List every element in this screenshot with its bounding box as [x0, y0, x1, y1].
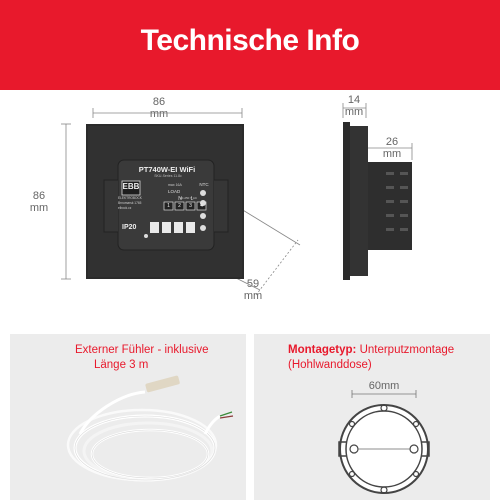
- thermostat-front-view: [61, 108, 301, 296]
- ntc-label: NTC: [199, 182, 209, 187]
- thermostat-side-view: [342, 103, 413, 280]
- terminal-1: 1: [167, 203, 170, 209]
- sensor-caption-line-2: Länge 3 m: [94, 359, 149, 371]
- terminal-mark-n: N: [178, 196, 182, 202]
- mounting-type-line-2: (Hohlwanddose): [288, 359, 372, 371]
- mounting-type-line-1: Montagetyp: Unterputzmontage: [288, 343, 488, 358]
- page-title: Technische Info: [140, 24, 360, 57]
- sensor-caption-line-1: Externer Fühler - inklusive: [75, 344, 209, 356]
- sensor-panel: Externer Fühler - inklusive Länge 3 m: [10, 334, 246, 500]
- brand-label: EBB: [122, 182, 140, 191]
- side-inset-depth-dimension: 26 mm: [382, 136, 402, 160]
- mounting-type-label: Montagetyp:: [288, 344, 357, 356]
- spec-label: SKU-Series 11.8c: [154, 174, 182, 178]
- front-width-dimension: 86 mm: [149, 96, 169, 120]
- web-label: elbock.cz: [118, 206, 132, 210]
- front-depth-dimension: 59 mm: [243, 278, 263, 302]
- load-max-label: max 16A: [168, 183, 182, 187]
- terminal-4: 4: [200, 203, 203, 209]
- mounting-type-value: Unterputzmontage: [359, 344, 455, 356]
- side-total-depth-dimension: 14 mm: [344, 94, 364, 118]
- header-banner: Technische Info: [0, 0, 500, 90]
- sensor-cable-image: [66, 375, 234, 482]
- mounting-box-drawing: [338, 390, 430, 494]
- terminal-3: 3: [189, 203, 192, 209]
- terminal-2: 2: [178, 203, 181, 209]
- load-label: LOAD: [168, 189, 181, 194]
- front-height-dimension: 86 mm: [29, 190, 49, 214]
- box-diameter-label: 60mm: [368, 380, 400, 392]
- brand-sub-label: ELEKTROBOCK: [118, 196, 142, 200]
- mounting-box-panel: Montagetyp: Unterputzmontage (Hohlwanddo…: [254, 334, 490, 500]
- terminal-mark-l: L: [190, 196, 194, 202]
- voltage-label: 90-250 V AC: [180, 196, 198, 200]
- model-label: PT740W-EI WiFi: [138, 165, 196, 174]
- city-label: Brnomarsk 1765: [118, 201, 142, 205]
- ip-rating-label: IP20: [122, 224, 137, 231]
